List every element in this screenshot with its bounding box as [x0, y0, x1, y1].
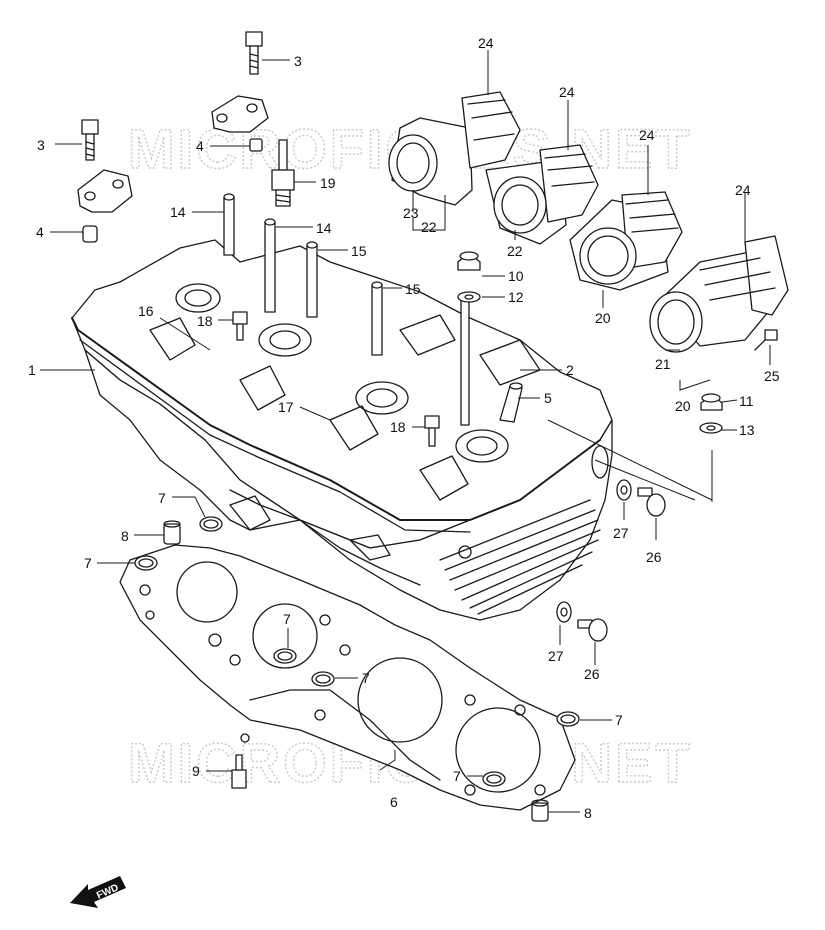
callout-7-b: 7 [84, 555, 92, 571]
leader-lines [40, 50, 771, 813]
intake-pipe-1 [388, 91, 521, 206]
callout-7-f: 7 [453, 768, 461, 784]
bolt-18-upper [232, 311, 248, 341]
washer-27-lower [556, 601, 572, 623]
callout-8-upper: 8 [121, 528, 129, 544]
callout-11: 11 [739, 393, 754, 409]
washer-27-upper [616, 479, 632, 501]
stud-15-left [306, 241, 318, 318]
callouts: 1 2 3 3 4 4 5 6 7 7 7 7 7 7 8 8 9 10 11 … [28, 35, 780, 821]
callout-24-c: 24 [639, 127, 655, 143]
cam-cap-left [77, 169, 133, 213]
o-ring-7-a [199, 516, 223, 532]
bolt-18-lower [424, 415, 440, 447]
callout-18-upper: 18 [197, 313, 213, 329]
bolt-3-top [245, 31, 263, 75]
o-ring-7-c [273, 648, 297, 664]
bolt-9 [231, 754, 247, 789]
callout-14-right: 14 [316, 220, 332, 236]
callout-27-lower: 27 [548, 648, 564, 664]
plug-5 [499, 382, 523, 423]
washer-13 [699, 422, 723, 434]
callout-7-a: 7 [158, 490, 166, 506]
callout-22-right: 22 [507, 243, 523, 259]
callout-7-e: 7 [615, 712, 623, 728]
callout-16: 16 [138, 303, 154, 319]
stud-14-left [223, 193, 235, 256]
callout-20-lower: 20 [675, 398, 691, 414]
callout-15-upper: 15 [351, 243, 367, 259]
callout-12: 12 [508, 289, 524, 305]
fwd-arrow-icon: FWD [70, 876, 126, 908]
bolt-26-upper [637, 487, 666, 517]
stud-15-right [371, 281, 383, 356]
intake-pipe-3 [569, 191, 683, 291]
callout-4-left: 4 [36, 224, 44, 240]
callout-3-top: 3 [294, 53, 302, 69]
spark-plug-19 [271, 139, 295, 207]
callout-1: 1 [28, 362, 36, 378]
dowel-4-top [249, 138, 263, 152]
callout-18-lower: 18 [390, 419, 406, 435]
fwd-label: FWD [95, 882, 120, 901]
callout-6: 6 [390, 794, 398, 810]
callout-20-upper: 20 [595, 310, 611, 326]
bolt-3-left [81, 119, 99, 161]
stud-14-right [264, 218, 276, 313]
callout-21: 21 [655, 356, 671, 372]
callout-26-upper: 26 [646, 549, 662, 565]
callout-24-d: 24 [735, 182, 751, 198]
o-ring-7-b [134, 555, 158, 571]
dowel-8-upper [163, 520, 181, 545]
intake-pipe-4 [649, 235, 789, 353]
o-ring-7-f [482, 771, 506, 787]
callout-7-d: 7 [362, 670, 370, 686]
callout-15-lower: 15 [405, 281, 421, 297]
callout-8-lower: 8 [584, 805, 592, 821]
callout-26-lower: 26 [584, 666, 600, 682]
callout-27-upper: 27 [613, 525, 629, 541]
intake-pipe-2 [485, 144, 599, 245]
callout-25: 25 [764, 368, 780, 384]
cylinder-head [71, 239, 613, 621]
callout-4-top: 4 [196, 138, 204, 154]
o-ring-7-e [556, 711, 580, 727]
washer-12 [457, 291, 481, 303]
callout-9: 9 [192, 763, 200, 779]
callout-7-c: 7 [283, 611, 291, 627]
bolt-26-lower [577, 618, 608, 642]
dowel-8-lower [531, 799, 549, 822]
callout-23: 23 [403, 205, 419, 221]
stud-10-long [460, 299, 470, 426]
cam-cap-top [211, 95, 269, 133]
callout-5: 5 [544, 390, 552, 406]
dowel-4-left [82, 225, 98, 243]
callout-24-b: 24 [559, 84, 575, 100]
callout-13: 13 [739, 422, 755, 438]
callout-19: 19 [320, 175, 336, 191]
callout-24-a: 24 [478, 35, 494, 51]
o-ring-7-d [311, 671, 335, 687]
nut-10 [457, 251, 481, 271]
clamp-bolt-25 [754, 329, 778, 351]
callout-2: 2 [566, 362, 574, 378]
callout-14-left: 14 [170, 204, 186, 220]
callout-22-left: 22 [421, 219, 437, 235]
callout-3-left: 3 [37, 137, 45, 153]
callout-10: 10 [508, 268, 524, 284]
nut-11 [700, 393, 723, 411]
callout-17: 17 [278, 399, 294, 415]
